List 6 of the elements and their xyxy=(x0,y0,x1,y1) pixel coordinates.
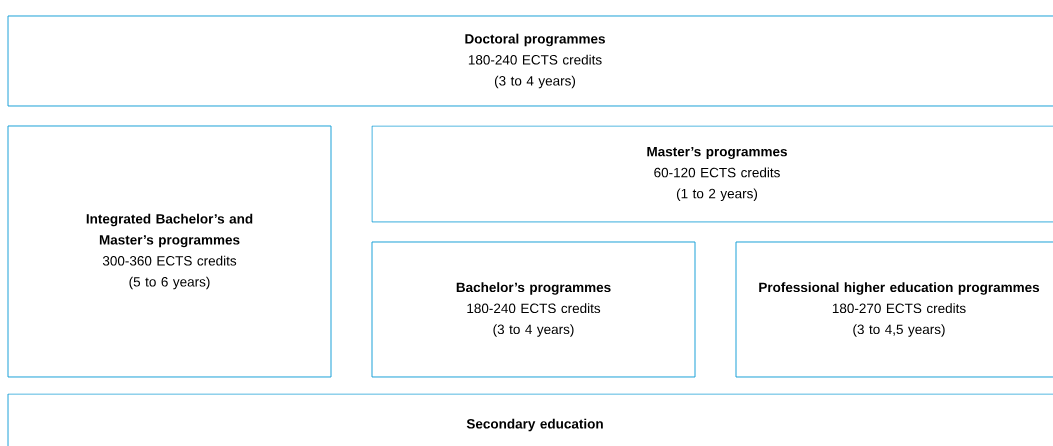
programme-box: Professional higher education programmes 180-270 ECTS credits (3 to 4,5 years) xyxy=(735,241,1053,378)
programme-box: Integrated Bachelor’s and Master’s programmes 300-360 ECTS credits (5 to 6 years) xyxy=(7,125,332,378)
programme-box: Doctoral programmes 180-240 ECTS credits (3 to 4 years) xyxy=(7,15,1053,107)
programme-box: Secondary education xyxy=(7,393,1053,446)
programme-box: Bachelor’s programmes 180-240 ECTS credits (3 to 4 years) xyxy=(371,241,696,378)
programme-box: Master’s programmes 60-120 ECTS credits (1 to 2 years) xyxy=(371,125,1053,223)
